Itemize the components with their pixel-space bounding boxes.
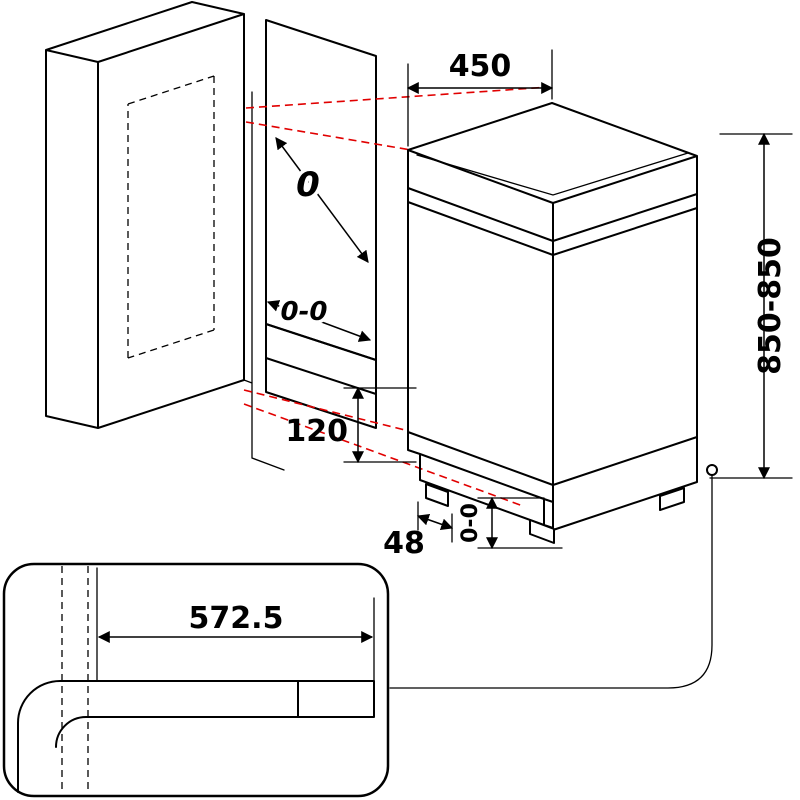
dishwasher-top-inner-line: [416, 152, 689, 196]
dim-plinth-120: 120: [285, 386, 417, 464]
detail-side-panel: [17, 680, 375, 793]
niche-front-edge: [243, 91, 285, 471]
detail-view: 572.5: [2, 562, 390, 798]
niche-lower-outline: [265, 323, 377, 429]
dishwasher-control-band: [407, 187, 698, 256]
dishwasher-drawing: [407, 102, 698, 544]
clearance-zero-label: 0: [296, 165, 320, 205]
dim-120-ticks: [343, 387, 417, 463]
dishwasher-foot-left: [425, 483, 449, 507]
dim-48-arrow: [416, 513, 454, 531]
dim-48-label: 48: [383, 526, 425, 561]
dim-120-label: 120: [285, 414, 348, 449]
detail-leader-node: [706, 464, 718, 476]
guide-line-bottom: [243, 389, 524, 507]
dim-height-850: 850-850: [709, 132, 793, 480]
dim-850-extension-lines: [709, 133, 793, 479]
cabinet-hidden-lines: [127, 75, 215, 359]
dishwasher-foot-rear: [659, 487, 685, 511]
dim-bottom-gap: 0-0: [455, 496, 563, 550]
dim-850-label: 850-850: [753, 237, 788, 375]
clearance-dim-zero: 0: [275, 137, 369, 263]
dim-foot-48: 48: [383, 501, 454, 561]
dishwasher-body-outline: [407, 102, 698, 486]
clearance-dim-zero-range: 0-0: [266, 294, 372, 342]
dishwasher-foot-front: [529, 519, 555, 544]
cabinet-drawing: [45, 1, 245, 429]
detail-leader-line: [389, 474, 713, 689]
clearance-range-arrow: [266, 300, 372, 342]
dim-gap-label: 0-0: [458, 503, 483, 543]
dim-450-label: 450: [449, 49, 512, 84]
dim-depth-label: 572.5: [189, 601, 284, 636]
detail-leader: [389, 464, 718, 689]
niche-drawing: [243, 19, 377, 471]
dim-width-450: 450: [406, 49, 554, 147]
clearance-range-label: 0-0: [281, 297, 328, 327]
clearance-zero-arrow: [275, 137, 369, 263]
